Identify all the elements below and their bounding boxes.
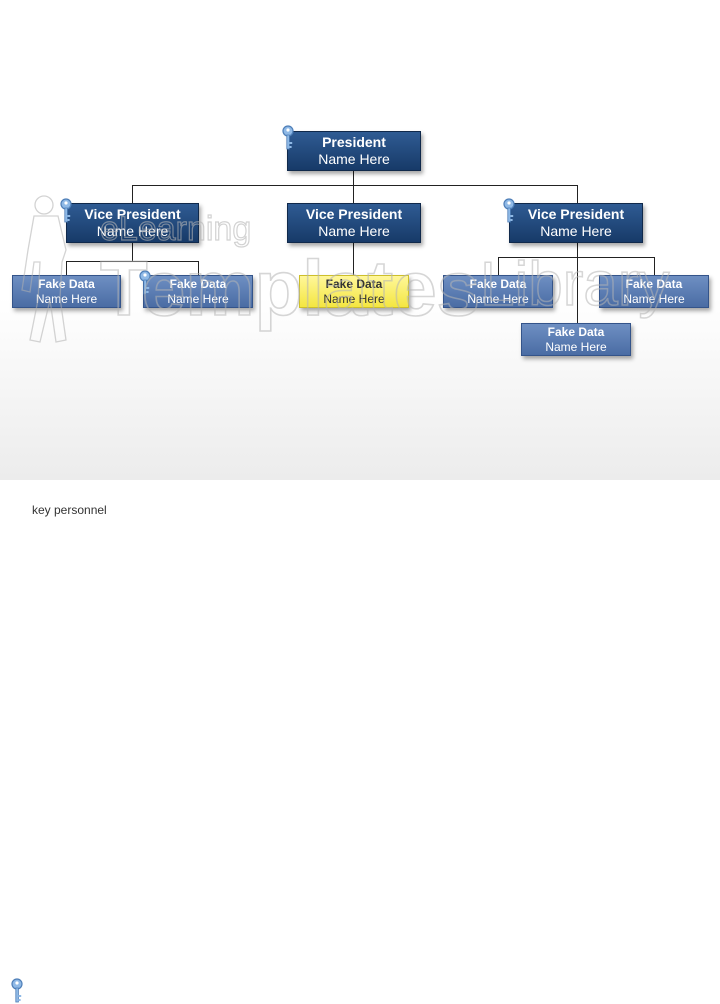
box-title: Fake Data	[625, 277, 683, 292]
connector-line	[353, 243, 354, 275]
vp-box-left[interactable]: Vice President Name Here	[66, 203, 199, 243]
key-icon	[11, 978, 23, 1003]
box-title: Fake Data	[325, 277, 383, 292]
connector-line	[498, 257, 499, 275]
box-name: Name Here	[318, 223, 390, 239]
legend-bar	[0, 480, 720, 1003]
connector-line	[66, 261, 198, 262]
connector-line	[498, 257, 655, 258]
connector-line	[353, 185, 354, 203]
box-name: Name Here	[623, 291, 685, 306]
key-icon	[139, 270, 151, 295]
connector-line	[132, 185, 578, 186]
connector-line	[132, 185, 133, 203]
box-title: Fake Data	[547, 325, 605, 340]
staff-box-2[interactable]: Fake Data Name Here	[143, 275, 253, 308]
key-icon	[60, 198, 72, 223]
vp-box-right[interactable]: Vice President Name Here	[509, 203, 643, 243]
staff-box-6[interactable]: Fake Data Name Here	[521, 323, 631, 356]
box-title: Fake Data	[169, 277, 227, 292]
slide-canvas: President Name Here Vice President Name …	[0, 0, 720, 480]
connector-line	[654, 257, 655, 275]
box-name: Name Here	[323, 291, 385, 306]
box-title: Fake Data	[469, 277, 527, 292]
staff-box-highlighted[interactable]: Fake Data Name Here	[299, 275, 409, 308]
key-icon	[282, 125, 294, 150]
box-name: Name Here	[318, 151, 390, 167]
connector-line	[66, 261, 67, 275]
box-title: Vice President	[305, 206, 403, 223]
connector-line	[577, 185, 578, 203]
box-name: Name Here	[545, 339, 607, 354]
connector-line	[577, 243, 578, 323]
box-name: Name Here	[167, 291, 229, 306]
box-title: President	[322, 134, 386, 151]
legend-label: key personnel	[32, 503, 107, 517]
box-title: Vice President	[84, 206, 181, 223]
box-name: Name Here	[467, 291, 529, 306]
staff-box-1[interactable]: Fake Data Name Here	[12, 275, 121, 308]
staff-box-5[interactable]: Fake Data Name Here	[599, 275, 709, 308]
vp-box-center[interactable]: Vice President Name Here	[287, 203, 421, 243]
key-icon	[503, 198, 515, 223]
box-name: Name Here	[96, 223, 169, 239]
connector-line	[132, 243, 133, 261]
box-name: Name Here	[540, 223, 612, 239]
president-box[interactable]: President Name Here	[287, 131, 421, 171]
staff-box-4[interactable]: Fake Data Name Here	[443, 275, 553, 308]
connector-line	[353, 171, 354, 185]
box-title: Vice President	[527, 206, 625, 223]
box-title: Fake Data	[38, 277, 95, 292]
connector-line	[198, 261, 199, 275]
box-name: Name Here	[35, 291, 98, 306]
